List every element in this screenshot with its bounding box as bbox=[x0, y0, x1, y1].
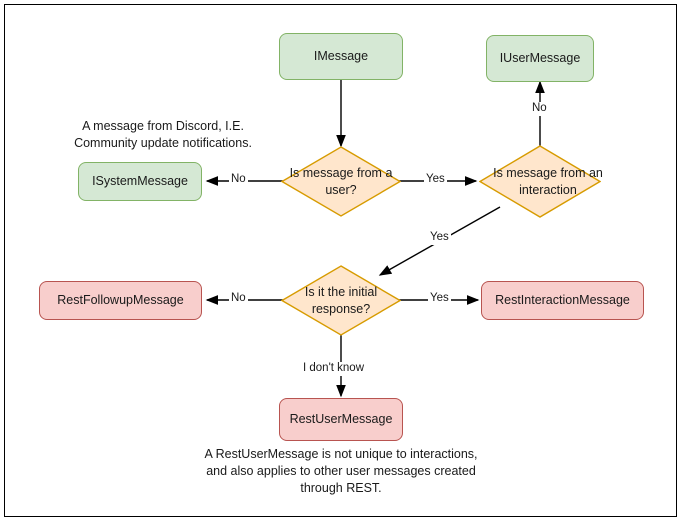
edge-label-user-yes: Yes bbox=[424, 173, 447, 187]
edge-label-interaction-no-text: No bbox=[532, 102, 547, 114]
edge-label-initial-no-text: No bbox=[231, 292, 246, 304]
node-imessage-label: IMessage bbox=[313, 48, 369, 63]
diamond-shape bbox=[479, 145, 601, 218]
edge-label-initial-unknown: I don't know bbox=[301, 362, 367, 376]
note-rest-user-message-line3: through REST. bbox=[300, 480, 382, 495]
node-restfollowupmessage[interactable]: RestFollowupMessage bbox=[39, 281, 202, 320]
edge-label-interaction-yes: Yes bbox=[428, 231, 451, 245]
node-iusermessage[interactable]: IUserMessage bbox=[486, 35, 594, 82]
node-restusermessage[interactable]: RestUserMessage bbox=[279, 398, 403, 441]
node-question-is-message-from-an-interaction[interactable]: Is message from an interaction bbox=[479, 145, 603, 218]
edge-label-user-yes-text: Yes bbox=[426, 173, 445, 185]
edge-label-initial-yes-text: Yes bbox=[430, 292, 449, 304]
node-imessage[interactable]: IMessage bbox=[279, 33, 403, 80]
note-system-message-line2: Community update notifications. bbox=[74, 135, 252, 150]
node-question-is-it-the-initial-response[interactable]: Is it the initial response? bbox=[281, 265, 401, 336]
edge-label-user-no: No bbox=[229, 173, 248, 187]
node-restusermessage-label: RestUserMessage bbox=[289, 411, 393, 426]
node-iusermessage-label: IUserMessage bbox=[499, 50, 581, 65]
node-isystemmessage[interactable]: ISystemMessage bbox=[78, 162, 202, 201]
note-rest-user-message-line2: and also applies to other user messages … bbox=[206, 463, 476, 478]
edge-label-interaction-no: No bbox=[530, 102, 549, 116]
note-rest-user-message: A RestUserMessage is not unique to inter… bbox=[171, 446, 511, 497]
node-restinteractionmessage[interactable]: RestInteractionMessage bbox=[481, 281, 644, 320]
node-question-is-message-from-a-user[interactable]: Is message from a user? bbox=[281, 146, 401, 217]
edge-label-interaction-yes-text: Yes bbox=[430, 231, 449, 243]
note-rest-user-message-line1: A RestUserMessage is not unique to inter… bbox=[204, 447, 478, 461]
edge-label-initial-unknown-text: I don't know bbox=[303, 362, 365, 374]
node-restfollowupmessage-label: RestFollowupMessage bbox=[57, 292, 184, 307]
diamond-shape bbox=[281, 265, 401, 336]
node-isystemmessage-label: ISystemMessage bbox=[92, 173, 188, 188]
note-system-message: A message from Discord, I.E. Community u… bbox=[48, 118, 278, 152]
node-restinteractionmessage-label: RestInteractionMessage bbox=[495, 292, 630, 307]
note-system-message-line1: A message from Discord, I.E. bbox=[82, 119, 244, 133]
edge-label-initial-yes: Yes bbox=[428, 292, 451, 306]
edge-label-user-no-text: No bbox=[231, 173, 246, 185]
diamond-shape bbox=[281, 146, 401, 217]
edge-label-initial-no: No bbox=[229, 292, 248, 306]
